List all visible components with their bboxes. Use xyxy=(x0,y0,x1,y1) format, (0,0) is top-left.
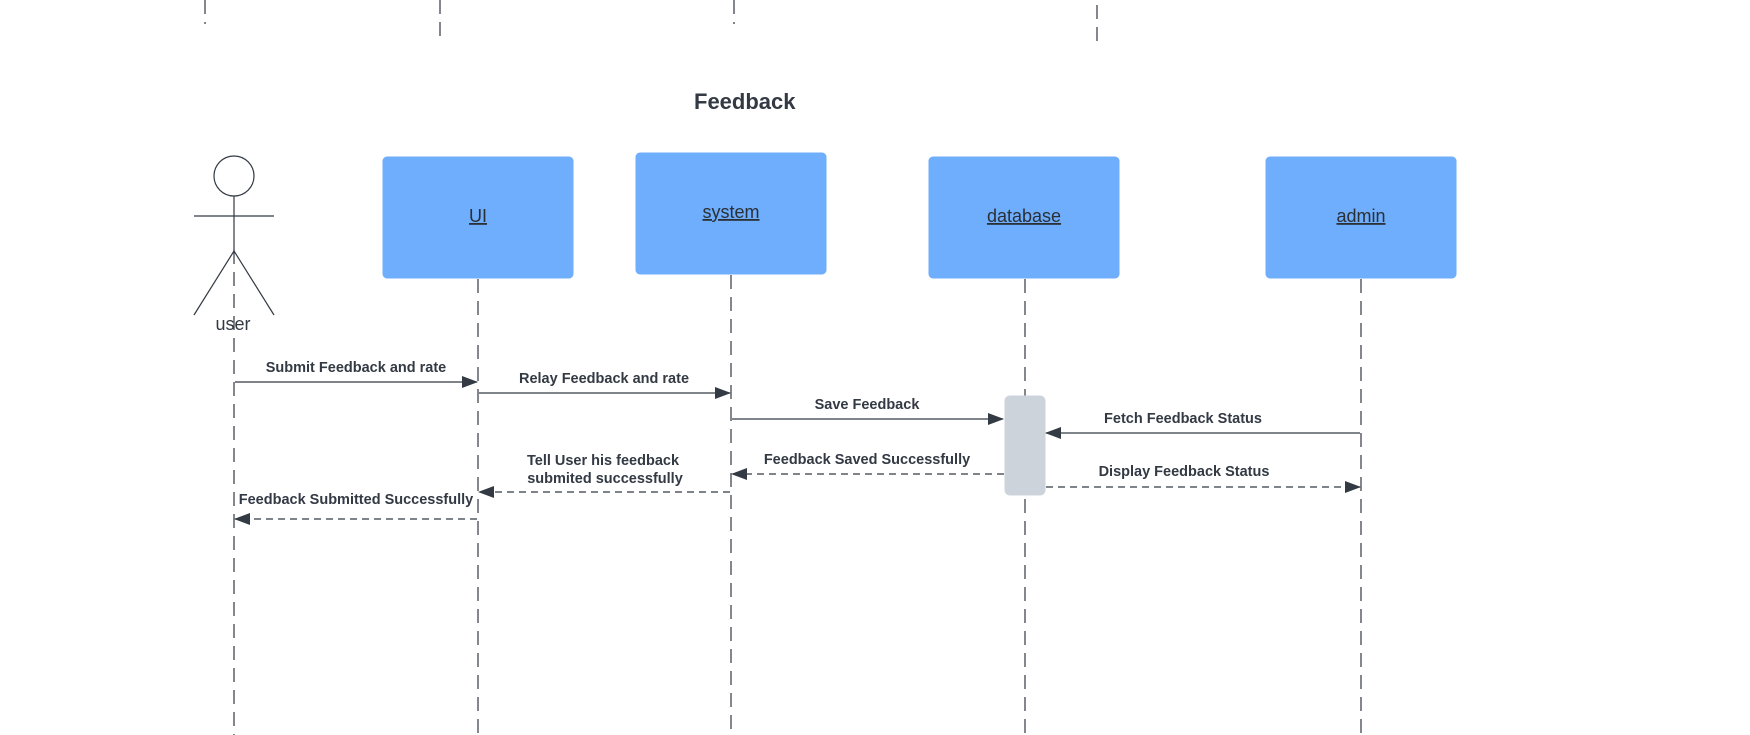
participant-box xyxy=(635,152,827,275)
actor-leg-left xyxy=(193,250,235,316)
participant-box xyxy=(1265,156,1457,279)
participant-ui: UI xyxy=(382,156,574,279)
participant-system: system xyxy=(635,152,827,275)
message-submit-feedback: Submit Feedback and rate xyxy=(235,360,478,388)
participant-label: admin xyxy=(1336,206,1385,226)
message-display-status: Display Feedback Status xyxy=(1046,464,1361,493)
actor-user: user xyxy=(193,155,275,334)
participant-box xyxy=(382,156,574,279)
message-feedback-saved: Feedback Saved Successfully xyxy=(731,452,1004,480)
message-tell-user: Tell User his feedback submited successf… xyxy=(478,453,730,498)
participant-label: UI xyxy=(469,206,487,226)
actor-leg-right xyxy=(233,250,275,316)
activation-bar-database xyxy=(1004,395,1046,496)
message-fetch-status: Fetch Feedback Status xyxy=(1045,411,1360,439)
participant-label: system xyxy=(702,202,759,222)
message-label: Save Feedback xyxy=(815,397,921,413)
actor-label: user xyxy=(215,314,250,334)
participant-label: database xyxy=(987,206,1061,226)
message-save-feedback: Save Feedback xyxy=(732,397,1004,425)
participant-database: database xyxy=(928,156,1120,279)
message-relay-feedback: Relay Feedback and rate xyxy=(479,371,731,399)
participant-admin: admin xyxy=(1265,156,1457,279)
message-label: Feedback Saved Successfully xyxy=(764,452,970,468)
message-label: Fetch Feedback Status xyxy=(1104,411,1262,427)
message-label: Display Feedback Status xyxy=(1099,464,1270,480)
participant-box xyxy=(928,156,1120,279)
message-label-line-2: submited successfully xyxy=(527,471,683,487)
message-feedback-submitted: Feedback Submitted Successfully xyxy=(234,492,477,525)
lifelines xyxy=(233,250,1362,735)
message-label: Feedback Submitted Successfully xyxy=(239,492,474,508)
upper-lifelines-fragment xyxy=(204,0,1098,45)
actor-head xyxy=(213,155,255,197)
message-label: Submit Feedback and rate xyxy=(266,360,447,376)
message-label-line-1: Tell User his feedback xyxy=(527,453,680,469)
message-label: Relay Feedback and rate xyxy=(519,371,689,387)
diagram-title: Feedback xyxy=(694,89,796,114)
